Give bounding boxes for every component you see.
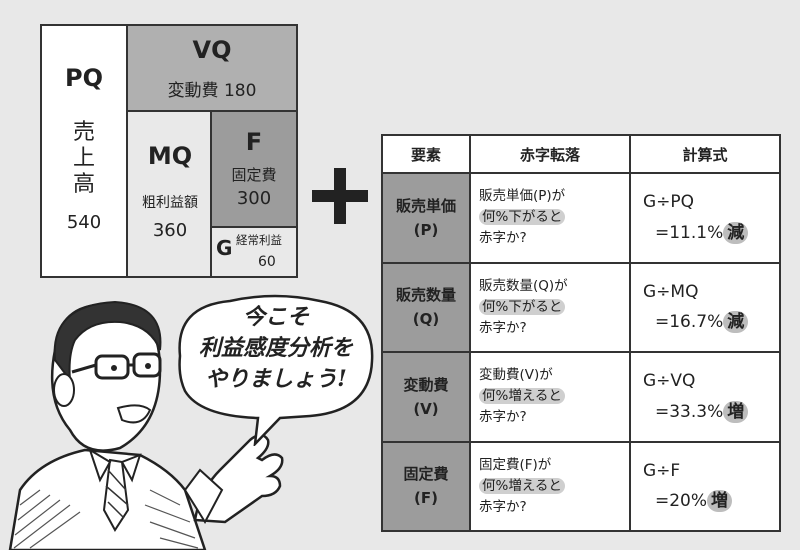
mq-label: 粗利益額 — [142, 195, 198, 211]
question-highlight: 何%増えると — [479, 388, 565, 405]
speech-text: 今こそ 利益感度分析を やりましょう! — [178, 302, 374, 394]
formula-result: =16.7% — [655, 312, 724, 333]
row-formula: G÷VQ =33.3%増 — [629, 351, 781, 443]
vq-label-row: 変動費 180 — [128, 76, 296, 101]
speech-line-1: 今こそ — [242, 304, 309, 330]
row-element: 販売数量 (Q) — [381, 261, 471, 353]
question-line: 変動費(V)が — [479, 367, 553, 384]
f-cell: F 固定費 300 — [212, 112, 296, 228]
question-highlight: 何%下がると — [479, 209, 566, 226]
question-highlight: 何%下がると — [479, 298, 566, 315]
f-code: F — [245, 128, 263, 156]
element-label: 固定費 — [403, 465, 449, 484]
element-code: (Q) — [412, 310, 440, 329]
question-line: 固定費(F)が — [479, 456, 552, 473]
element-code: (V) — [413, 399, 439, 418]
vq-cell: VQ 変動費 180 — [128, 26, 296, 112]
f-label: 固定費 — [231, 166, 277, 184]
question-line: 販売単価(P)が — [479, 188, 566, 205]
speech-bubble — [178, 294, 374, 446]
row-element: 変動費 (V) — [381, 351, 471, 443]
row-formula: G÷MQ =16.7%減 — [629, 261, 781, 353]
question-line: 赤字か? — [479, 409, 527, 426]
row-element: 固定費 (F) — [381, 440, 471, 532]
vq-label: 変動費 — [167, 81, 219, 101]
header-loss: 赤字転落 — [469, 134, 631, 174]
formula-text: G÷MQ — [643, 281, 699, 302]
vq-value: 180 — [223, 81, 257, 101]
table-header-row: 要素 赤字転落 計算式 — [381, 134, 781, 174]
header-formula: 計算式 — [629, 134, 781, 174]
direction-badge: 減 — [723, 311, 749, 334]
row-element: 販売単価 (P) — [381, 172, 471, 264]
g-code: G — [216, 236, 233, 260]
mq-value: 360 — [152, 220, 188, 241]
row-question: 販売単価(P)が 何%下がると 赤字か? — [469, 172, 631, 264]
header-element: 要素 — [381, 134, 471, 174]
row-formula: G÷PQ =11.1%減 — [629, 172, 781, 264]
row-formula: G÷F =20%増 — [629, 440, 781, 532]
table-row: 変動費 (V) 変動費(V)が 何%増えると 赤字か? G÷VQ =33.3%増 — [381, 351, 781, 443]
question-highlight: 何%増えると — [479, 477, 565, 494]
speech-line-3: やりましょう! — [205, 365, 347, 392]
mq-code: MQ — [147, 142, 193, 170]
mq-cell: MQ 粗利益額 360 — [128, 112, 212, 276]
speech-line-2: 利益感度分析を — [198, 334, 353, 361]
question-line: 赤字か? — [479, 319, 527, 336]
question-line: 赤字か? — [479, 230, 527, 247]
table-row: 固定費 (F) 固定費(F)が 何%増えると 赤字か? G÷F =20%増 — [381, 440, 781, 532]
g-value: 60 — [258, 254, 276, 270]
question-line: 販売数量(Q)が — [479, 277, 568, 294]
direction-badge: 増 — [723, 400, 749, 423]
pq-label-2: 上 — [72, 146, 95, 171]
g-cell: G 経常利益 60 — [212, 228, 296, 276]
businessman-illustration — [8, 300, 284, 550]
element-label: 変動費 — [403, 375, 449, 394]
pq-cell: PQ 売 上 高 540 — [42, 26, 128, 276]
plus-icon — [312, 168, 368, 224]
formula-result: =11.1% — [655, 222, 724, 243]
sensitivity-table: 要素 赤字転落 計算式 販売単価 (P) 販売単価(P)が 何%下がると 赤字か… — [381, 134, 781, 532]
table-row: 販売単価 (P) 販売単価(P)が 何%下がると 赤字か? G÷PQ =11.1… — [381, 172, 781, 264]
g-label: 経常利益 — [236, 233, 282, 247]
pq-label-1: 売 — [72, 120, 95, 145]
row-question: 固定費(F)が 何%増えると 赤字か? — [469, 440, 631, 532]
formula-text: G÷VQ — [643, 371, 696, 392]
formula-result: =20% — [655, 491, 708, 512]
element-label: 販売単価 — [395, 196, 456, 215]
pq-box-diagram: PQ 売 上 高 540 VQ 変動費 180 MQ 粗利益額 360 F 固定… — [40, 24, 298, 278]
element-code: (P) — [413, 220, 439, 239]
table-row: 販売数量 (Q) 販売数量(Q)が 何%下がると 赤字か? G÷MQ =16.7… — [381, 261, 781, 353]
formula-text: G÷PQ — [643, 192, 695, 213]
formula-text: G÷F — [643, 460, 681, 481]
pq-code: PQ — [65, 64, 103, 92]
element-label: 販売数量 — [395, 286, 456, 305]
element-code: (F) — [414, 489, 438, 508]
vq-code: VQ — [192, 36, 232, 64]
direction-badge: 増 — [707, 490, 733, 513]
row-question: 販売数量(Q)が 何%下がると 赤字か? — [469, 261, 631, 353]
pq-label-3: 高 — [72, 172, 95, 197]
f-value: 300 — [236, 188, 272, 209]
question-line: 赤字か? — [479, 498, 527, 515]
formula-result: =33.3% — [655, 401, 724, 422]
pq-value: 540 — [66, 212, 102, 233]
direction-badge: 減 — [723, 221, 749, 244]
row-question: 変動費(V)が 何%増えると 赤字か? — [469, 351, 631, 443]
